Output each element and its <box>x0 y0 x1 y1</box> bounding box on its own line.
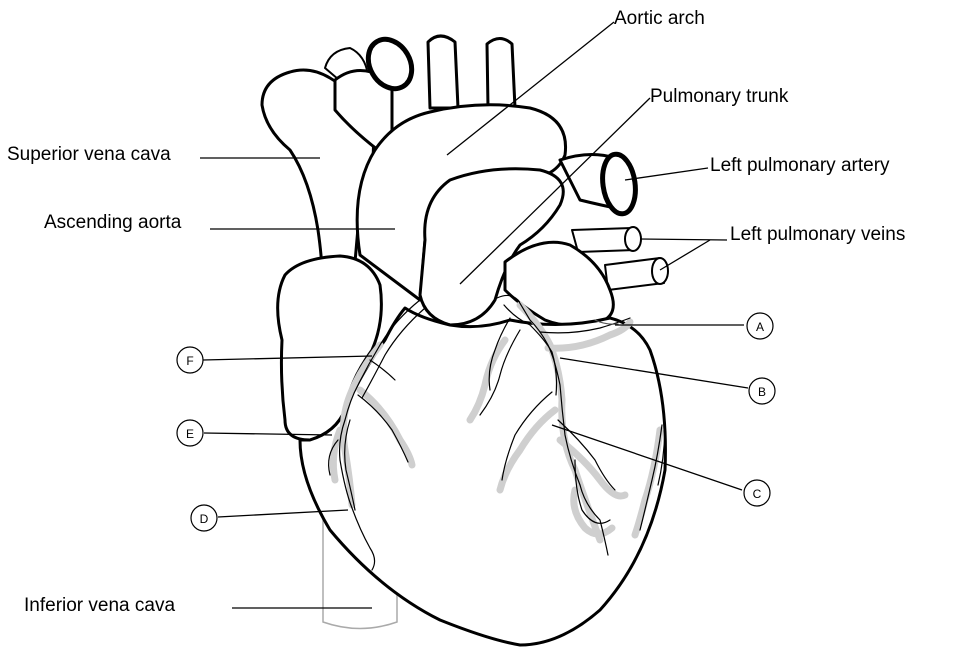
label-ascending-aorta: Ascending aorta <box>44 212 182 233</box>
marker-f: F <box>177 347 203 373</box>
marker-e: E <box>177 420 203 446</box>
label-left-pulmonary-artery: Left pulmonary artery <box>710 155 890 176</box>
marker-d-label: D <box>200 512 209 526</box>
left-pulmonary-artery <box>560 152 639 216</box>
marker-c-label: C <box>753 487 762 501</box>
marker-e-label: E <box>186 427 194 441</box>
label-aortic-arch: Aortic arch <box>614 8 705 29</box>
marker-d: D <box>191 505 217 531</box>
label-superior-vena-cava: Superior vena cava <box>7 144 171 165</box>
label-left-pulmonary-veins: Left pulmonary veins <box>730 224 905 245</box>
marker-b: B <box>749 378 775 404</box>
marker-f-label: F <box>186 354 193 368</box>
marker-c: C <box>744 480 770 506</box>
marker-a-label: A <box>756 320 764 334</box>
marker-b-label: B <box>758 385 766 399</box>
left-atrium <box>505 242 613 325</box>
label-pulmonary-trunk: Pulmonary trunk <box>650 86 789 107</box>
marker-a: A <box>747 313 773 339</box>
label-inferior-vena-cava: Inferior vena cava <box>24 595 175 616</box>
